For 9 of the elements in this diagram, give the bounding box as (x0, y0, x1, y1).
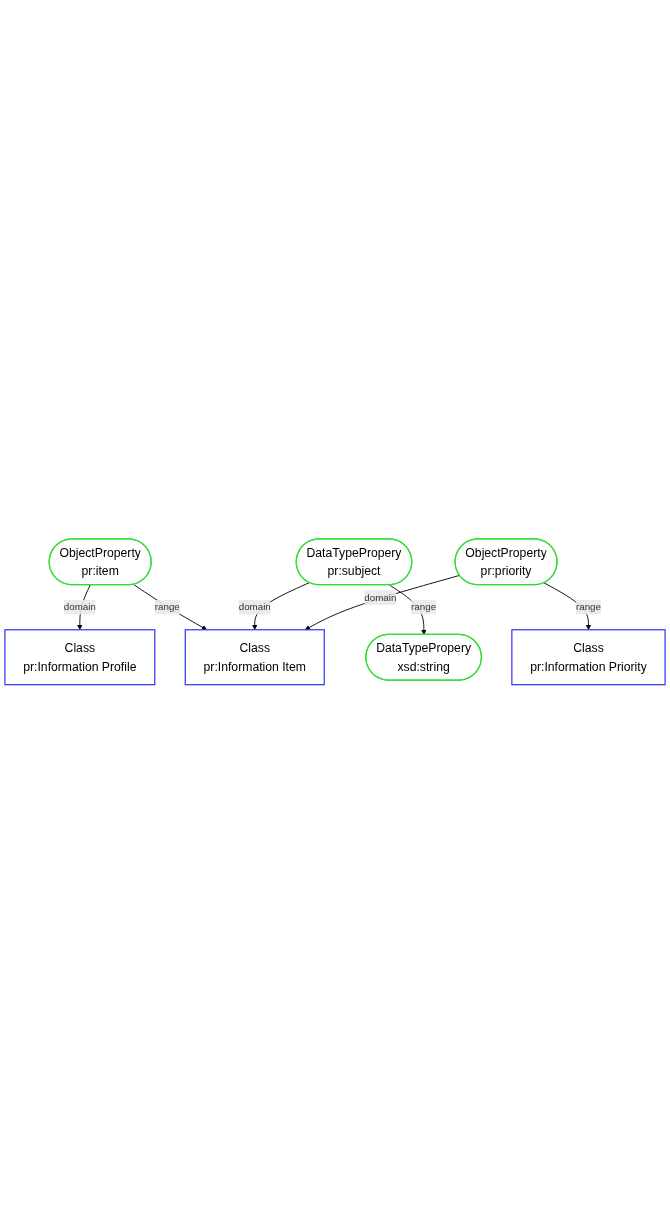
edge-label: range (154, 601, 180, 612)
node-box: Class pr:Information Item (184, 628, 325, 685)
edge-label: domain (364, 591, 397, 603)
edge-label: domain (63, 601, 96, 612)
node-box: Class pr:Information Profile (4, 628, 156, 685)
edge-label: range (575, 601, 601, 612)
node-box: Class pr:Information Priority (511, 628, 666, 685)
edge-label: domain (238, 601, 271, 612)
edge-label: range (411, 601, 437, 612)
